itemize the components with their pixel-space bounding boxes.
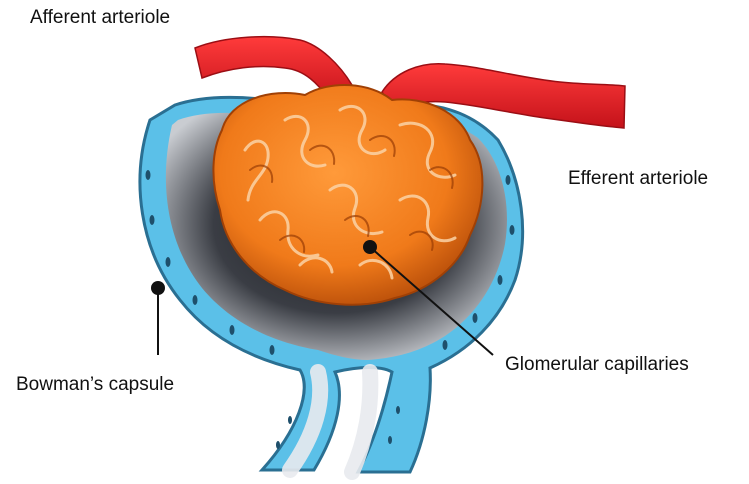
bowman-marker-dot <box>151 281 165 295</box>
glomerulus-tuft <box>213 85 482 305</box>
glomerular-marker-dot <box>363 240 377 254</box>
glomerular-capillaries-label: Glomerular capillaries <box>505 355 689 374</box>
efferent-arteriole-label: Efferent arteriole <box>568 169 708 188</box>
bowman-capsule-label: Bowman’s capsule <box>16 375 174 394</box>
afferent-arteriole-label: Afferent arteriole <box>30 8 170 27</box>
